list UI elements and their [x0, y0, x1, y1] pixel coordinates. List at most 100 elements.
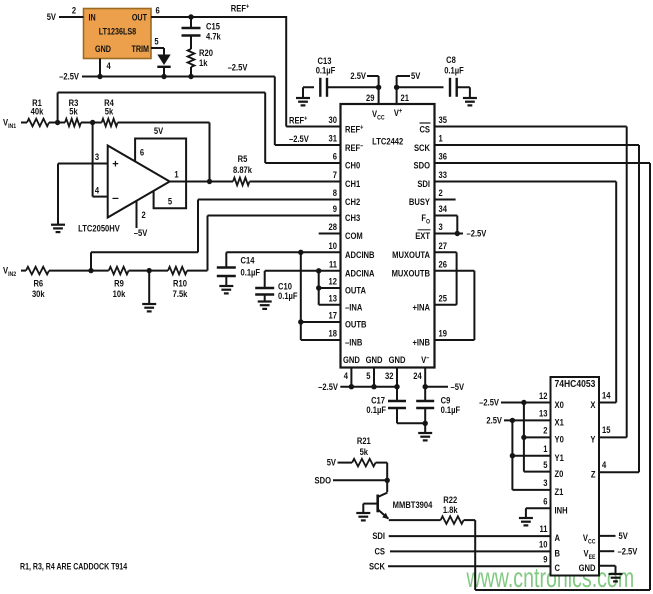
svg-text:24: 24: [413, 370, 422, 381]
svg-text:4: 4: [344, 370, 348, 381]
svg-text:4.7k: 4.7k: [206, 31, 221, 42]
svg-text:GND: GND: [343, 354, 360, 365]
svg-text:5V: 5V: [154, 125, 164, 136]
svg-text:1k: 1k: [199, 57, 208, 68]
svg-text:5V: 5V: [47, 11, 57, 22]
svg-text:OUTA: OUTA: [345, 285, 366, 296]
svg-text:OUT: OUT: [132, 13, 147, 23]
svg-text:R1: R1: [32, 97, 42, 108]
svg-text:5k: 5k: [69, 106, 78, 117]
svg-text:40k: 40k: [31, 106, 44, 117]
svg-text:–2.5V: –2.5V: [467, 228, 487, 239]
svg-text:CH0: CH0: [345, 160, 360, 171]
svg-text:BUSY: BUSY: [409, 196, 430, 207]
svg-text:MMBT3904: MMBT3904: [393, 499, 433, 510]
svg-text:5: 5: [543, 459, 547, 470]
svg-text:2: 2: [439, 187, 443, 198]
svg-text:3: 3: [95, 151, 99, 162]
svg-text:GND: GND: [95, 44, 111, 54]
svg-text:IN: IN: [89, 13, 96, 23]
svg-text:MUXOUTB: MUXOUTB: [392, 267, 430, 278]
svg-text:CH3: CH3: [345, 212, 360, 223]
svg-text:0.1µF: 0.1µF: [441, 404, 461, 415]
svg-text:LTC2442: LTC2442: [372, 136, 403, 147]
svg-text:R22: R22: [443, 494, 457, 505]
svg-text:Y1: Y1: [555, 452, 564, 463]
svg-text:10k: 10k: [113, 288, 126, 299]
svg-text:1: 1: [439, 133, 443, 144]
svg-text:25: 25: [439, 292, 448, 303]
svg-text:6: 6: [543, 496, 547, 507]
svg-text:C17: C17: [371, 395, 385, 406]
svg-text:14: 14: [602, 389, 611, 400]
svg-text:+INB: +INB: [412, 337, 430, 348]
svg-text:R20: R20: [199, 47, 213, 58]
svg-text:13: 13: [539, 408, 548, 419]
svg-text:0.1µF: 0.1µF: [366, 404, 386, 415]
svg-text:COM: COM: [345, 230, 363, 241]
svg-text:C10: C10: [278, 280, 292, 291]
svg-text:REF+: REF+: [345, 124, 364, 135]
svg-text:2: 2: [142, 209, 146, 220]
svg-text:SCK: SCK: [414, 142, 431, 153]
svg-text:6: 6: [156, 4, 160, 15]
svg-text:SCK: SCK: [369, 560, 386, 571]
svg-text:REF–: REF–: [345, 142, 364, 153]
svg-text:11: 11: [539, 523, 547, 534]
svg-text:SDI: SDI: [417, 178, 430, 189]
svg-text:1: 1: [174, 168, 178, 179]
svg-text:6: 6: [333, 151, 337, 162]
svg-text:2.5V: 2.5V: [486, 415, 502, 426]
svg-text:26: 26: [439, 258, 448, 269]
svg-text:5: 5: [366, 370, 370, 381]
svg-text:MUXOUTA: MUXOUTA: [392, 249, 430, 260]
svg-text:5V: 5V: [411, 70, 421, 81]
svg-text:5: 5: [168, 195, 172, 206]
svg-text:C9: C9: [441, 395, 451, 406]
svg-text:29: 29: [366, 92, 375, 103]
svg-text:17: 17: [329, 310, 338, 321]
svg-text:35: 35: [439, 114, 448, 125]
svg-text:ADCINB: ADCINB: [345, 249, 375, 260]
svg-text:3: 3: [439, 221, 443, 232]
svg-text:0.1µF: 0.1µF: [444, 64, 464, 75]
svg-text:2: 2: [72, 4, 76, 15]
svg-text:A: A: [555, 532, 560, 543]
svg-text:SDO: SDO: [414, 160, 431, 171]
svg-text:REF+: REF+: [289, 115, 308, 126]
svg-text:R10: R10: [173, 277, 187, 288]
svg-text:6: 6: [140, 146, 144, 157]
svg-text:10: 10: [539, 539, 548, 550]
svg-text:15: 15: [602, 424, 611, 435]
svg-text:10: 10: [329, 240, 338, 251]
svg-text:5V: 5V: [619, 530, 629, 541]
svg-text:0.1µF: 0.1µF: [316, 64, 336, 75]
svg-text:13: 13: [329, 292, 338, 303]
svg-text:GND: GND: [389, 354, 406, 365]
svg-text:–5V: –5V: [451, 381, 465, 392]
svg-text:V+: V+: [394, 107, 403, 118]
svg-text:LT1236LS8: LT1236LS8: [99, 27, 137, 37]
svg-text:7: 7: [333, 169, 337, 180]
svg-text:–2.5V: –2.5V: [479, 397, 499, 408]
svg-text:SDI: SDI: [372, 530, 385, 541]
svg-text:–: –: [112, 191, 119, 205]
svg-text:5k: 5k: [105, 106, 114, 117]
svg-text:GND: GND: [579, 562, 596, 573]
svg-text:C14: C14: [241, 254, 255, 265]
svg-text:R4: R4: [104, 97, 114, 108]
svg-text:18: 18: [329, 328, 338, 339]
svg-text:–2.5V: –2.5V: [59, 71, 79, 82]
svg-text:21: 21: [401, 92, 410, 103]
svg-text:3: 3: [543, 477, 547, 488]
svg-text:4: 4: [602, 459, 606, 470]
svg-text:12: 12: [329, 276, 338, 287]
svg-text:EXT: EXT: [415, 230, 430, 241]
svg-text:X: X: [590, 399, 595, 410]
svg-text:1.8k: 1.8k: [443, 504, 458, 515]
svg-text:8.87k: 8.87k: [233, 164, 252, 175]
svg-text:1: 1: [543, 443, 547, 454]
svg-text:R21: R21: [357, 435, 371, 446]
svg-text:74HC4053: 74HC4053: [554, 377, 595, 389]
svg-text:5V: 5V: [327, 457, 337, 468]
